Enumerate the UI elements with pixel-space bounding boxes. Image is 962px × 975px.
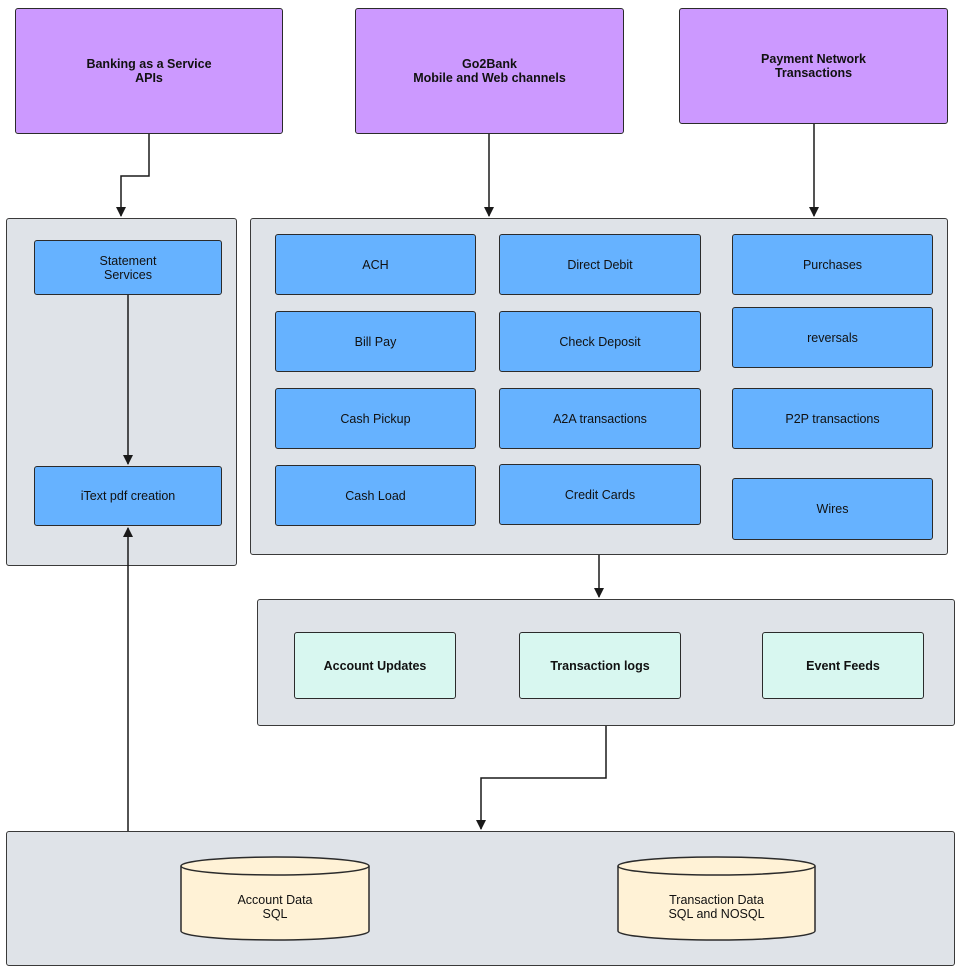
cash-pickup-box: Cash Pickup (275, 388, 476, 449)
arrow-baas-to-statement (116, 134, 150, 217)
transaction-data-database: Transaction Data SQL and NOSQL (617, 856, 816, 941)
credit-cards-box: Credit Cards (499, 464, 701, 525)
transaction-logs-box: Transaction logs (519, 632, 681, 699)
event-feeds-box: Event Feeds (762, 632, 924, 699)
bill-pay-box: Bill Pay (275, 311, 476, 372)
direct-debit-box: Direct Debit (499, 234, 701, 295)
go2bank-channels-box: Go2Bank Mobile and Web channels (355, 8, 624, 134)
account-db-cylinder-icon (180, 856, 370, 941)
itext-pdf-creation-box: iText pdf creation (34, 466, 222, 526)
statement-services-box: Statement Services (34, 240, 222, 295)
ach-box: ACH (275, 234, 476, 295)
transaction-data-label: Transaction Data SQL and NOSQL (668, 892, 765, 921)
account-updates-box: Account Updates (294, 632, 456, 699)
transaction-db-cylinder-icon (617, 856, 816, 941)
a2a-transactions-box: A2A transactions (499, 388, 701, 449)
check-deposit-box: Check Deposit (499, 311, 701, 372)
arrow-outputs-to-datastore (476, 726, 607, 830)
wires-box: Wires (732, 478, 933, 540)
account-data-database: Account Data SQL (180, 856, 370, 941)
baas-apis-box: Banking as a Service APIs (15, 8, 283, 134)
purchases-box: Purchases (732, 234, 933, 295)
payment-network-box: Payment Network Transactions (679, 8, 948, 124)
account-data-label: Account Data SQL (237, 892, 313, 921)
cash-load-box: Cash Load (275, 465, 476, 526)
p2p-transactions-box: P2P transactions (732, 388, 933, 449)
reversals-box: reversals (732, 307, 933, 368)
